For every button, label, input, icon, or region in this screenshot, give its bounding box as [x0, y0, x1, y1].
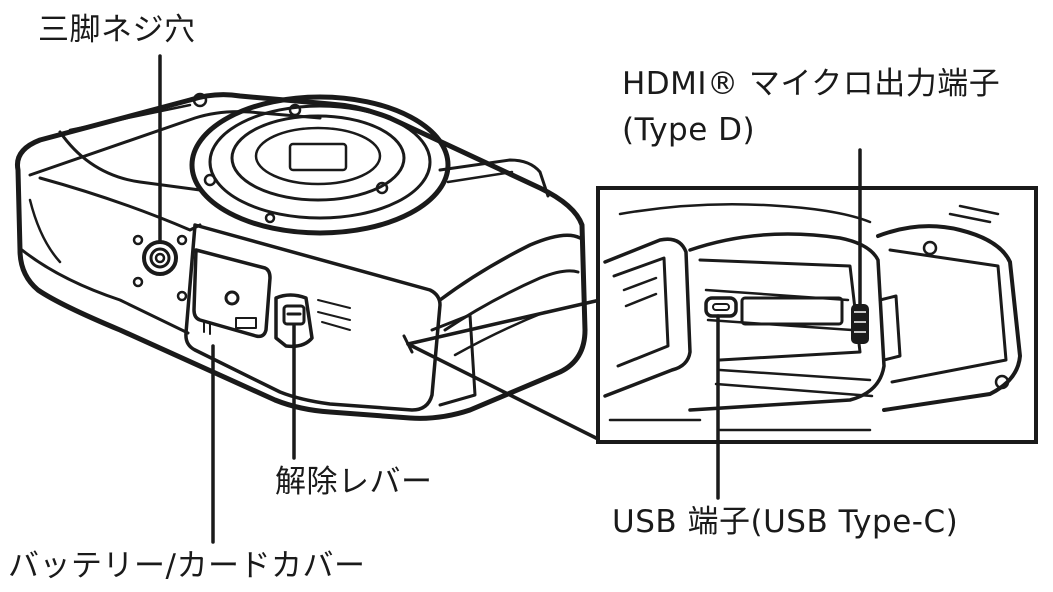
- tripod-socket-label: 三脚ネジ穴: [38, 10, 196, 50]
- port-inset: [598, 188, 1036, 442]
- hdmi-port-type-label: (Type D): [622, 110, 755, 150]
- lens-ring: [192, 97, 448, 233]
- battery-card-cover-label: バッテリー/カードカバー: [8, 546, 365, 586]
- tripod-socket: [134, 236, 186, 300]
- release-lever: [276, 295, 350, 346]
- hdmi-port: [851, 304, 869, 344]
- battery-card-cover: [194, 250, 270, 336]
- hdmi-port-label: HDMI® マイクロ出力端子: [622, 64, 1000, 104]
- camera-body: [17, 94, 585, 418]
- release-lever-label: 解除レバー: [275, 462, 433, 502]
- usb-port-label: USB 端子(USB Type-C): [612, 502, 958, 542]
